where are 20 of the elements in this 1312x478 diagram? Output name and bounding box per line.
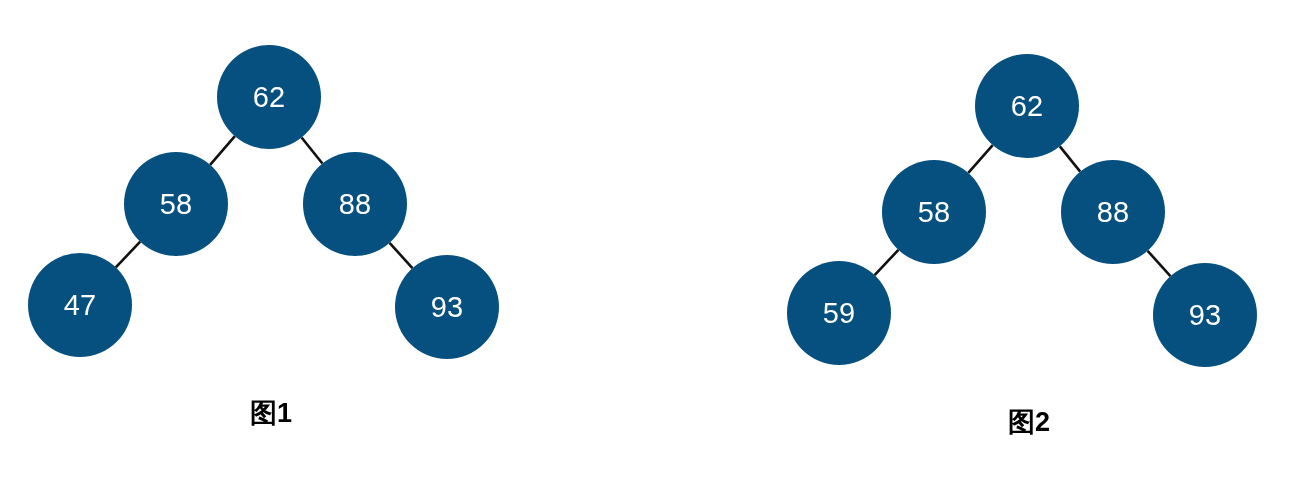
tree-node-circle: 93 xyxy=(1153,263,1257,367)
tree-node-circle: 47 xyxy=(28,253,132,357)
tree-node-circle: 62 xyxy=(217,45,321,149)
tree-node-circle: 88 xyxy=(1061,160,1165,264)
connector-line xyxy=(873,249,900,276)
connector-line xyxy=(300,136,324,165)
figure-caption: 图2 xyxy=(1008,406,1050,439)
tree-node-circle: 62 xyxy=(975,54,1079,158)
tree-node-circle: 88 xyxy=(303,152,407,256)
connector-line xyxy=(1146,249,1172,278)
tree-node-circle: 59 xyxy=(787,261,891,365)
tree-node-circle: 58 xyxy=(882,160,986,264)
connector-line xyxy=(114,240,142,269)
figure-caption: 图1 xyxy=(250,397,292,430)
connector-line xyxy=(967,144,994,174)
connector-line xyxy=(388,241,414,270)
tree-node-circle: 93 xyxy=(395,255,499,359)
connector-line xyxy=(209,135,236,166)
tree-node-circle: 58 xyxy=(124,152,228,256)
connector-line xyxy=(1058,145,1082,173)
